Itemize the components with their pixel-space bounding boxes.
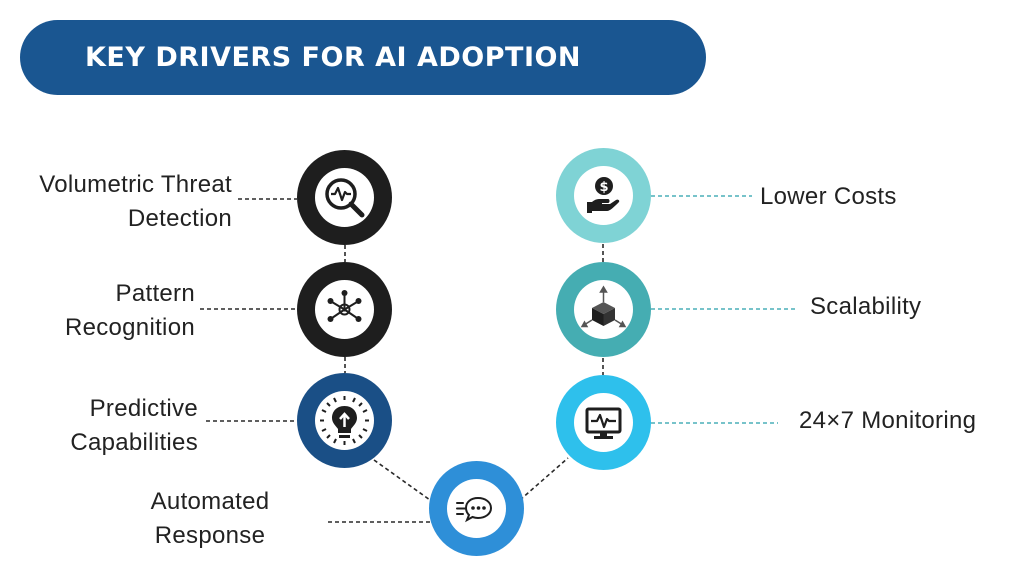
node-lower-costs: $	[556, 148, 651, 243]
node-24x7-monitoring	[556, 375, 651, 470]
node-predictive-capabilities	[297, 373, 392, 468]
cube-arrows-icon	[580, 285, 627, 328]
chat-bubble-icon	[456, 496, 493, 523]
page-title: KEY DRIVERS FOR AI ADOPTION	[85, 42, 582, 73]
label-scalability: Scalability	[810, 293, 922, 320]
node-automated-response	[429, 461, 524, 556]
label-predictive-capabilities: Predictive Capabilities	[70, 395, 198, 456]
svg-text:$: $	[599, 180, 608, 195]
node-pattern-recognition	[297, 262, 392, 357]
node-scalability	[556, 262, 651, 357]
network-nodes-icon	[327, 290, 362, 322]
label-volumetric-threat-detection: Volumetric Threat Detection	[39, 171, 232, 232]
lightbulb-icon	[320, 396, 369, 445]
title-banner	[20, 20, 706, 95]
label-24x7-monitoring: 24×7 Monitoring	[799, 407, 977, 434]
label-lower-costs: Lower Costs	[760, 183, 897, 210]
label-automated-response: Automated Response	[150, 488, 270, 549]
hand-coin-icon: $	[587, 177, 620, 213]
node-volumetric-threat-detection	[297, 150, 392, 245]
monitor-pulse-icon	[585, 407, 622, 439]
label-pattern-recognition: Pattern Recognition	[64, 280, 195, 341]
magnifier-pulse-icon	[325, 178, 365, 218]
chain-bottom-right	[519, 457, 569, 501]
chain-left-bottom	[373, 459, 438, 506]
